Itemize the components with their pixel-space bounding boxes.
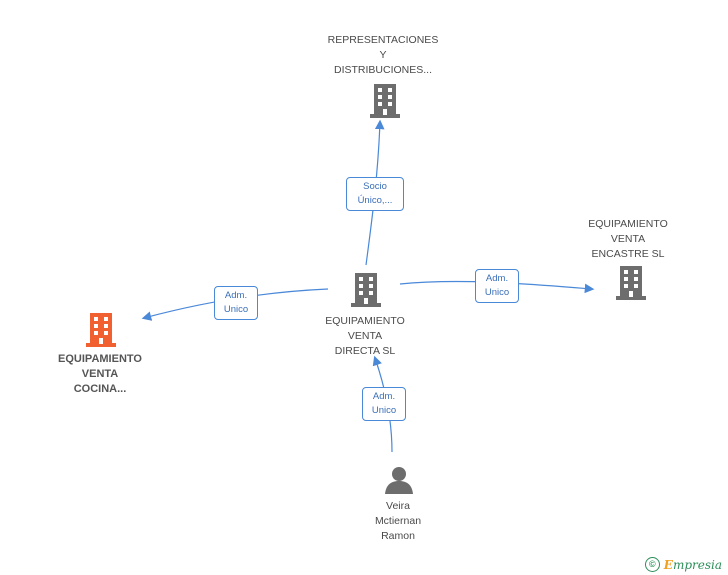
- building-icon[interactable]: [370, 84, 400, 120]
- node-label-encastre[interactable]: EQUIPAMIENTO VENTA ENCASTRE SL: [588, 218, 668, 260]
- node-label-cocina[interactable]: EQUIPAMIENTO VENTA COCINA...: [58, 353, 142, 395]
- copyright-icon: ©: [644, 557, 660, 572]
- edge-label-adm-unico-bottom[interactable]: Adm. Unico: [362, 387, 406, 421]
- person-icon[interactable]: [384, 465, 414, 495]
- building-icon[interactable]: [351, 273, 381, 309]
- building-icon[interactable]: [616, 266, 646, 302]
- brand-logo: © Empresia: [644, 557, 722, 572]
- edge-label-adm-unico-left[interactable]: Adm. Unico: [214, 286, 258, 320]
- edge-label-socio-unico[interactable]: Socio Único,...: [346, 177, 404, 211]
- edge-label-adm-unico-right[interactable]: Adm. Unico: [475, 269, 519, 303]
- node-label-representaciones[interactable]: REPRESENTACIONES Y DISTRIBUCIONES...: [327, 34, 439, 76]
- building-icon[interactable]: [86, 313, 116, 349]
- node-label-directa[interactable]: EQUIPAMIENTO VENTA DIRECTA SL: [325, 315, 405, 357]
- node-label-person[interactable]: Veira Mctiernan Ramon: [374, 500, 422, 542]
